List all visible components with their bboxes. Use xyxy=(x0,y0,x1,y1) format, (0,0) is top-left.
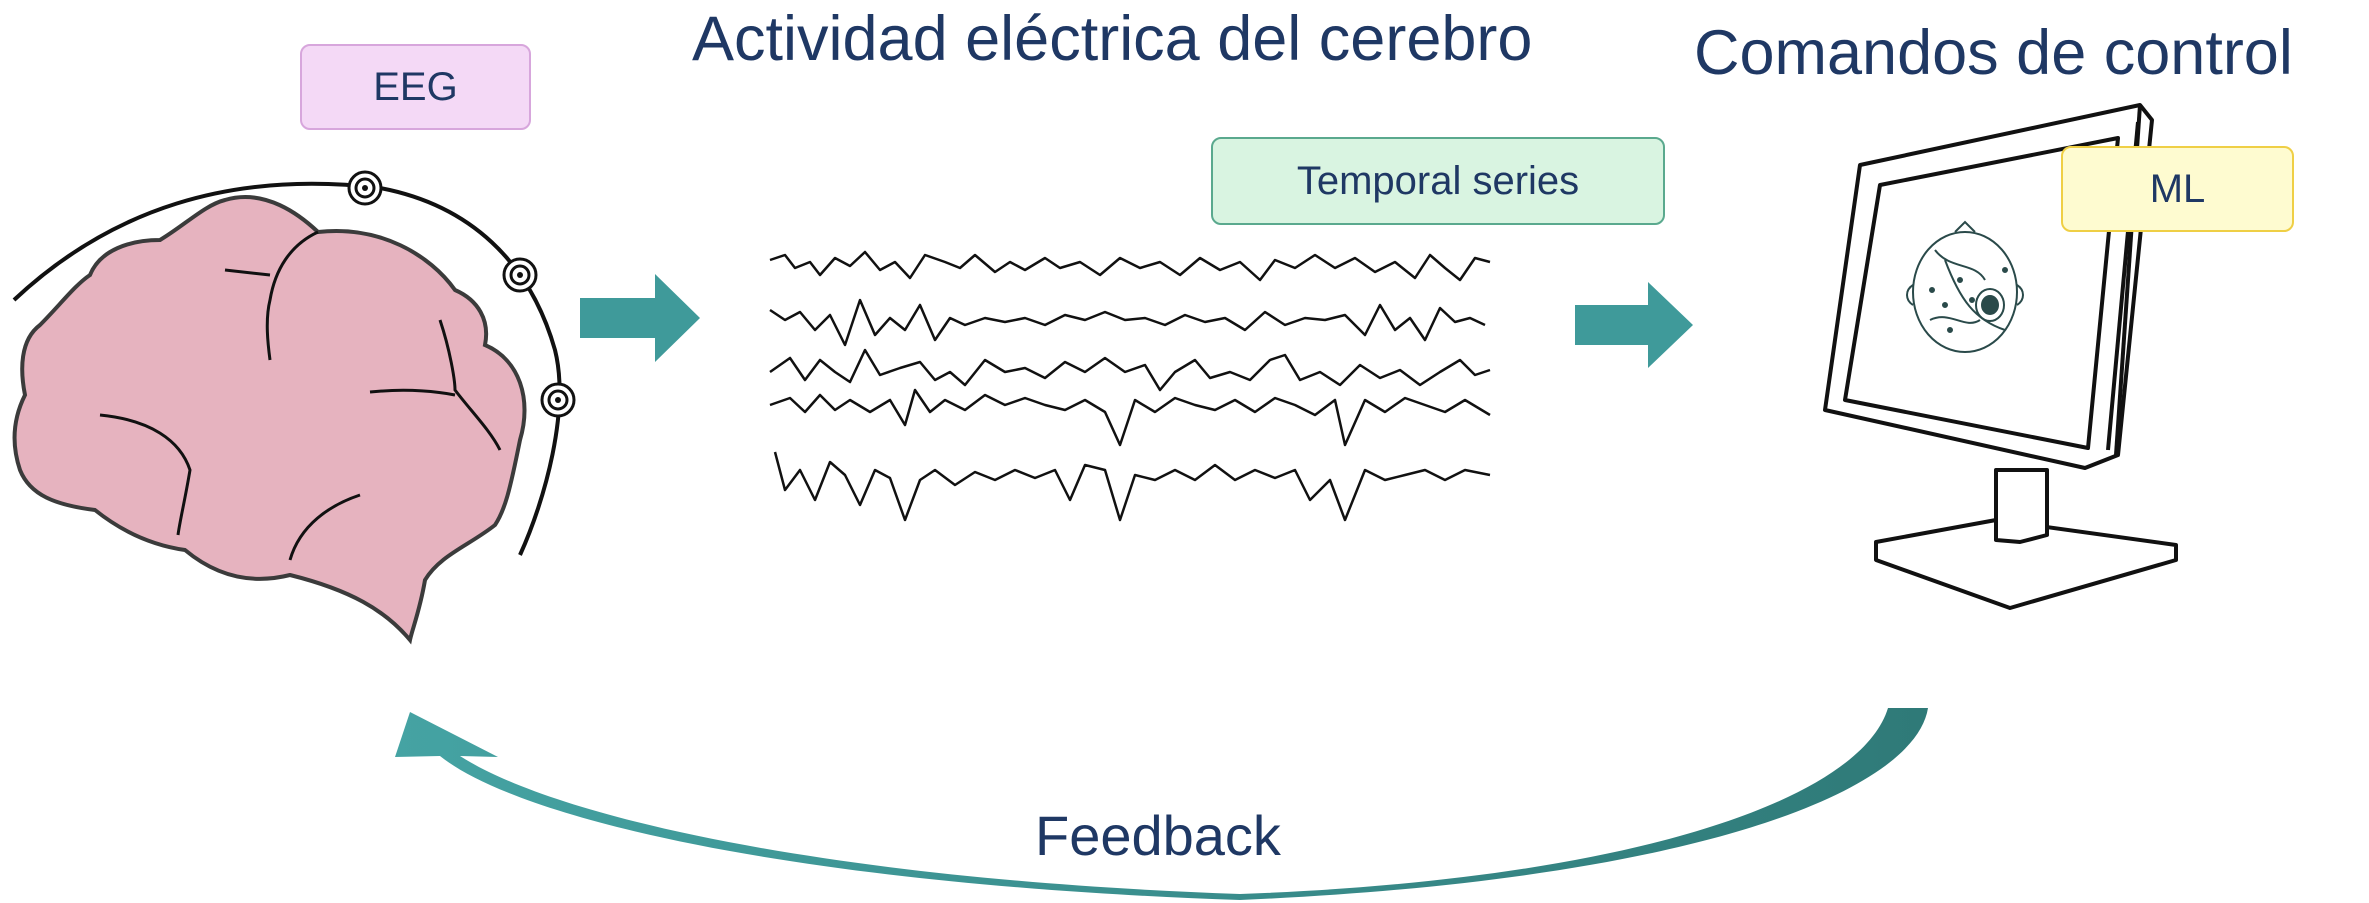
flow-arrow-2 xyxy=(1575,282,1693,368)
temporal-series-tag: Temporal series xyxy=(1211,137,1665,225)
eeg-waveforms xyxy=(769,250,1491,522)
eeg-trace xyxy=(769,348,1491,392)
electrode-icon xyxy=(540,382,576,418)
head-outline xyxy=(12,181,562,556)
flow-arrow-1 xyxy=(580,274,700,362)
brain-illustration xyxy=(12,195,527,645)
eeg-trace xyxy=(769,250,1491,282)
eeg-tag: EEG xyxy=(300,44,531,130)
eeg-trace xyxy=(769,298,1486,347)
eeg-trace xyxy=(769,388,1491,447)
ml-tag: ML xyxy=(2061,146,2294,232)
electrode-icon xyxy=(347,170,383,206)
eeg-trace xyxy=(773,451,1491,522)
control-commands-title: Comandos de control xyxy=(1694,18,2293,88)
feedback-arrow xyxy=(395,708,1928,900)
feedback-label: Feedback xyxy=(1035,804,1281,867)
topographic-map-icon xyxy=(1906,220,2024,353)
brain-activity-title: Actividad eléctrica del cerebro xyxy=(692,4,1533,74)
electrode-icon xyxy=(502,257,538,293)
